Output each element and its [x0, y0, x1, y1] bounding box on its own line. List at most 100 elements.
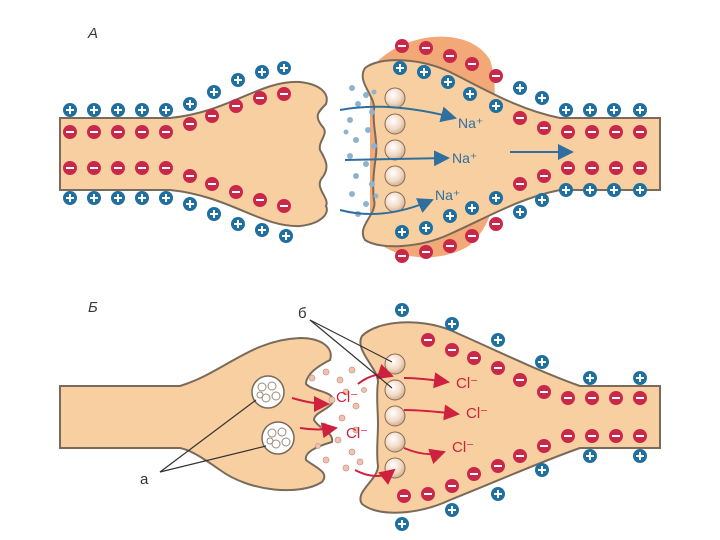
plus-charge-icon: [135, 103, 149, 117]
minus-charge-icon: [489, 69, 503, 83]
receptor-icon: [384, 379, 406, 401]
ion-label-cl: Cl⁻: [346, 425, 368, 442]
plus-charge-icon: [583, 371, 597, 385]
plus-charge-icon: [445, 317, 459, 331]
plus-charge-icon: [443, 209, 457, 223]
plus-charge-icon: [489, 99, 503, 113]
ion-label-na: Na⁺: [452, 150, 477, 166]
plus-charge-icon: [633, 183, 647, 197]
plus-charge-icon: [277, 61, 291, 75]
receptor-icon: [384, 191, 406, 213]
plus-charge-icon: [513, 205, 527, 219]
minus-charge-icon: [421, 333, 435, 347]
ion-label-na: Na⁺: [435, 187, 460, 203]
minus-charge-icon: [633, 429, 647, 443]
minus-charge-icon: [395, 249, 409, 263]
flow-arrow-icon: [403, 372, 450, 389]
minus-charge-icon: [585, 391, 599, 405]
minus-charge-icon: [229, 185, 243, 199]
minus-charge-icon: [135, 125, 149, 139]
minus-charge-icon: [537, 385, 551, 399]
plus-charge-icon: [491, 487, 505, 501]
minus-charge-icon: [561, 391, 575, 405]
receptor-icon: [384, 405, 406, 427]
minus-charge-icon: [609, 429, 623, 443]
minus-charge-icon: [561, 429, 575, 443]
callout-b-label: б: [298, 305, 307, 322]
ion-label-cl: Cl⁻: [466, 405, 488, 422]
flow-arrow-icon: [339, 105, 457, 123]
plus-charge-icon: [465, 201, 479, 215]
plus-charge-icon: [535, 463, 549, 477]
minus-charge-icon: [63, 125, 77, 139]
plus-charge-icon: [419, 221, 433, 235]
minus-charge-icon: [443, 49, 457, 63]
panel-b: Б: [59, 299, 661, 531]
minus-charge-icon: [63, 161, 77, 175]
plus-charge-icon: [559, 103, 573, 117]
minus-charge-icon: [465, 229, 479, 243]
minus-charge-icon: [277, 199, 291, 213]
ion-label-na: Na⁺: [458, 115, 483, 131]
callout-a-label: а: [140, 471, 149, 488]
minus-charge-icon: [87, 161, 101, 175]
panel-a-label: А: [87, 25, 98, 42]
receptor-icon: [384, 139, 406, 161]
plus-charge-icon: [159, 191, 173, 205]
ion-label-cl: Cl⁻: [452, 439, 474, 456]
minus-charge-icon: [445, 479, 459, 493]
flow-arrow-icon: [344, 150, 450, 167]
flow-arrow-icon: [339, 198, 434, 216]
plus-charge-icon: [183, 197, 197, 211]
receptor-icon: [384, 353, 406, 375]
minus-charge-icon: [135, 161, 149, 175]
minus-charge-icon: [489, 217, 503, 231]
minus-charge-icon: [229, 99, 243, 113]
receptor-icon: [384, 431, 406, 453]
plus-charge-icon: [111, 103, 125, 117]
plus-charge-icon: [207, 85, 221, 99]
presynaptic-terminal-a: [59, 80, 328, 228]
plus-charge-icon: [87, 191, 101, 205]
plus-charge-icon: [441, 75, 455, 89]
minus-charge-icon: [585, 161, 599, 175]
receptor-icon: [384, 457, 406, 479]
synaptic-vesicle-icon: [251, 375, 285, 409]
panel-a: А Na⁺ Na⁺ Na⁺: [59, 25, 661, 263]
plus-charge-icon: [463, 87, 477, 101]
plus-charge-icon: [159, 103, 173, 117]
minus-charge-icon: [609, 125, 623, 139]
minus-charge-icon: [159, 161, 173, 175]
plus-charge-icon: [583, 449, 597, 463]
minus-charge-icon: [205, 109, 219, 123]
minus-charge-icon: [111, 161, 125, 175]
minus-charge-icon: [445, 343, 459, 357]
plus-charge-icon: [231, 217, 245, 231]
minus-charge-icon: [513, 177, 527, 191]
plus-charge-icon: [535, 193, 549, 207]
callout-lines: [159, 319, 393, 473]
plus-charge-icon: [489, 191, 503, 205]
minus-charge-icon: [443, 239, 457, 253]
minus-charge-icon: [609, 161, 623, 175]
minus-charge-icon: [421, 487, 435, 501]
receptor-icon: [384, 165, 406, 187]
plus-charge-icon: [583, 103, 597, 117]
plus-charge-icon: [393, 61, 407, 75]
receptor-icon: [384, 87, 406, 109]
plus-charge-icon: [111, 191, 125, 205]
minus-charge-icon: [183, 169, 197, 183]
minus-charge-icon: [277, 87, 291, 101]
plus-charge-icon: [513, 81, 527, 95]
flow-arrow-icon: [403, 404, 460, 421]
plus-charge-icon: [395, 225, 409, 239]
plus-charge-icon: [491, 333, 505, 347]
flow-arrow-icon: [299, 422, 338, 439]
minus-charge-icon: [585, 125, 599, 139]
flow-arrow-icon: [403, 447, 446, 465]
flow-arrow-icon: [291, 395, 330, 412]
flow-arrow-icon: [357, 363, 394, 385]
plus-charge-icon: [633, 449, 647, 463]
mediator-cloud-b: [308, 366, 367, 472]
